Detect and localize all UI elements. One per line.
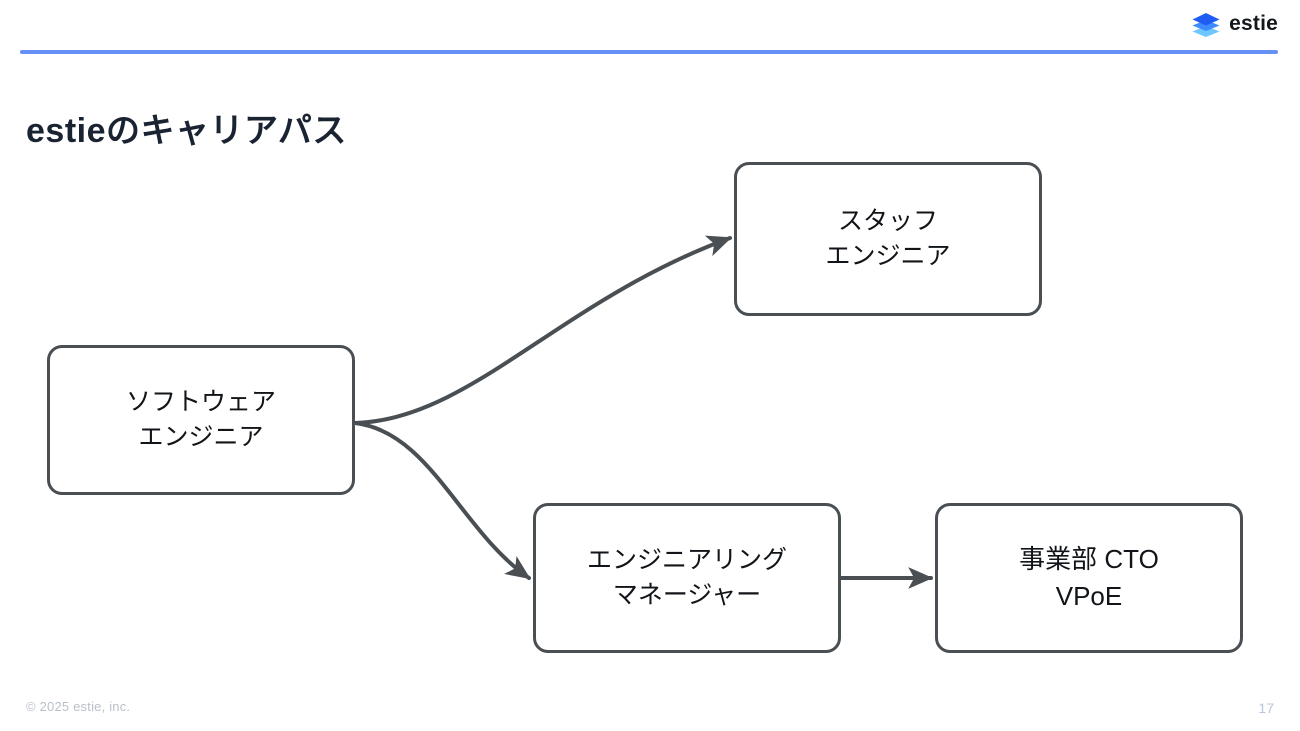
edge-se-to-staff bbox=[353, 235, 732, 425]
node-label-line-1: ソフトウェア bbox=[125, 388, 276, 416]
node-label-line-1: 事業部 CTO bbox=[1019, 544, 1159, 575]
header-divider-rule bbox=[20, 50, 1278, 54]
node-label-line-2: マネージャー bbox=[612, 582, 762, 609]
brand-name: estie bbox=[1229, 11, 1278, 35]
estie-stacked-layers-logo-icon bbox=[1192, 13, 1220, 37]
node-label-line-2: VPoE bbox=[1055, 581, 1123, 611]
edge-se-to-em bbox=[353, 421, 531, 580]
brand-lockup: estie bbox=[1191, 8, 1278, 38]
node-label-line-1: エンジニアリング bbox=[586, 546, 787, 574]
page-title: estieのキャリアパス bbox=[26, 111, 347, 150]
node-division-cto[interactable]: 事業部 CTO VPoE bbox=[935, 503, 1243, 653]
slide-page-number: 17 bbox=[1258, 700, 1274, 716]
node-label-line-1: スタッフ bbox=[837, 207, 938, 235]
footer-copyright: © 2025 estie, inc. bbox=[26, 699, 131, 714]
node-staff-engineer[interactable]: スタッフ エンジニア bbox=[734, 162, 1042, 316]
node-engineering-manager[interactable]: エンジニアリング マネージャー bbox=[533, 503, 841, 653]
node-software-engineer[interactable]: ソフトウェア エンジニア bbox=[47, 345, 355, 495]
node-label-line-2: エンジニア bbox=[825, 243, 951, 270]
node-label-line-2: エンジニア bbox=[138, 424, 264, 451]
